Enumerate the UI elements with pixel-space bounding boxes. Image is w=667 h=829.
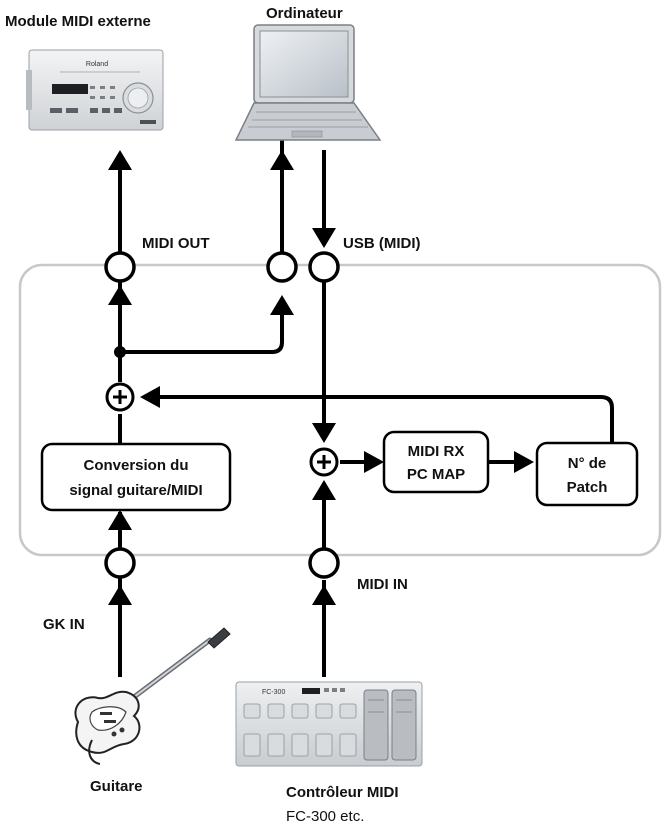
module-midi-label: Module MIDI externe — [5, 13, 151, 30]
gk-in-port — [104, 547, 136, 579]
gk-in-label: GK IN — [43, 616, 85, 633]
conversion-box: Conversion du signal guitare/MIDI — [40, 442, 232, 512]
patch-line-1: N° de — [568, 455, 607, 472]
arrowhead — [108, 285, 132, 305]
arrowhead — [108, 585, 132, 605]
midi-rx-line-1: MIDI RX — [408, 443, 465, 460]
arrowhead — [140, 386, 160, 408]
midi-rx-line-2: PC MAP — [407, 466, 465, 483]
fc300-display — [302, 688, 320, 694]
usb-in-port — [308, 251, 340, 283]
usb-midi-label: USB (MIDI) — [343, 235, 421, 252]
midi-out-port — [104, 251, 136, 283]
expression-pedal — [391, 689, 417, 761]
arrowhead — [312, 423, 336, 443]
patch-line-2: Patch — [567, 479, 608, 496]
controller-label: Contrôleur MIDI — [286, 784, 399, 801]
midi-out-label: MIDI OUT — [142, 235, 210, 252]
merge-node-left — [105, 382, 135, 412]
arrowhead — [312, 228, 336, 248]
laptop-screen — [259, 30, 349, 98]
fc300-brand-logo: FC-300 — [262, 689, 285, 696]
main-unit-frame — [18, 263, 662, 557]
midi-module-device: Roland — [26, 49, 164, 131]
arrowheads — [108, 150, 534, 605]
controller-sub-label: FC-300 etc. — [286, 808, 364, 825]
usb-out-port — [266, 251, 298, 283]
arrowhead — [514, 451, 534, 473]
arrowhead — [270, 295, 294, 315]
arrowhead — [364, 451, 384, 473]
arrowhead — [108, 510, 132, 530]
arrowhead — [312, 480, 336, 500]
midi-in-label: MIDI IN — [357, 576, 408, 593]
guitar-label: Guitare — [90, 778, 143, 795]
merge-node-right — [309, 447, 339, 477]
laptop-device — [234, 24, 382, 141]
module-display — [52, 84, 88, 94]
arrowhead — [270, 150, 294, 170]
midi-in-port — [308, 547, 340, 579]
junction-dot — [114, 346, 126, 358]
expression-pedal — [363, 689, 389, 761]
midi-rx-box: MIDI RX PC MAP — [382, 430, 490, 494]
conversion-line-2: signal guitare/MIDI — [69, 482, 202, 499]
arrowhead — [312, 585, 336, 605]
arrowhead — [108, 150, 132, 170]
guitar-device — [74, 627, 231, 765]
fc300-pedalboard-device: FC-300 — [235, 681, 423, 767]
patch-number-box: N° de Patch — [535, 441, 639, 507]
module-brand-logo: Roland — [86, 61, 108, 68]
conversion-line-1: Conversion du — [83, 457, 188, 474]
computer-label: Ordinateur — [266, 5, 343, 22]
connection-lines — [118, 135, 614, 677]
